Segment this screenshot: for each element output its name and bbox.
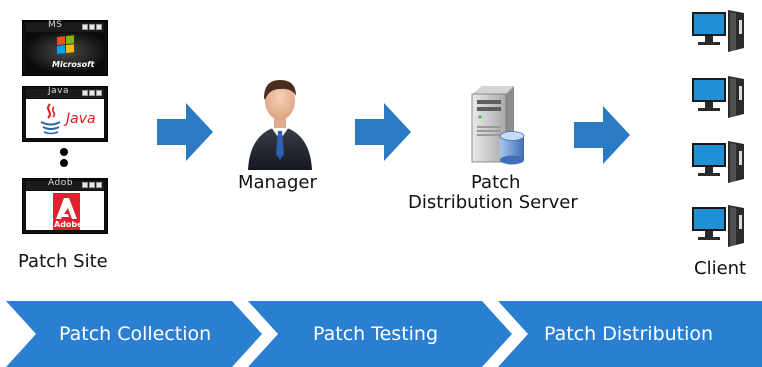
window-title: Java — [48, 86, 70, 96]
arrow-right-icon — [157, 103, 213, 161]
stage-patch-collection: Patch Collection — [59, 323, 212, 345]
client-computer-icon — [692, 76, 744, 118]
adobe-window: Adob Adobe — [22, 178, 108, 234]
arrow-right-icon — [355, 103, 411, 161]
stage-chevron-distribution — [498, 301, 762, 367]
stage-patch-distribution: Patch Distribution — [544, 323, 714, 345]
arrow-right-icon — [574, 106, 630, 164]
java-window: Java Java — [22, 86, 108, 142]
server-label-line2: Distribution Server — [408, 192, 578, 213]
client-computer-icon — [692, 10, 744, 52]
manager-label: Manager — [238, 172, 317, 193]
stage-chevrons — [6, 301, 762, 367]
server-label-line1: Patch — [471, 172, 521, 193]
client-computer-icon — [692, 141, 744, 183]
microsoft-window: MS Microsoft — [22, 20, 108, 76]
window-title: Adob — [48, 178, 73, 188]
adobe-logo-text: Adobe — [54, 220, 83, 229]
stage-chevron-testing — [248, 301, 512, 367]
client-label: Client — [694, 258, 747, 279]
stage-patch-testing: Patch Testing — [313, 323, 439, 345]
windows-logo-icon — [26, 33, 104, 72]
microsoft-logo-text: Microsoft — [52, 60, 95, 69]
java-logo-text: Java — [66, 111, 96, 127]
java-coffee-cup-icon — [40, 103, 61, 135]
adobe-logo: Adobe — [53, 193, 83, 230]
patch-site-label: Patch Site — [18, 251, 108, 272]
stage-chevron-collection — [6, 301, 262, 367]
client-computer-icon — [692, 205, 744, 247]
server-database-icon — [471, 86, 525, 165]
window-title: MS — [48, 20, 63, 30]
manager-person-icon — [248, 80, 312, 170]
adobe-a-icon — [56, 198, 77, 219]
